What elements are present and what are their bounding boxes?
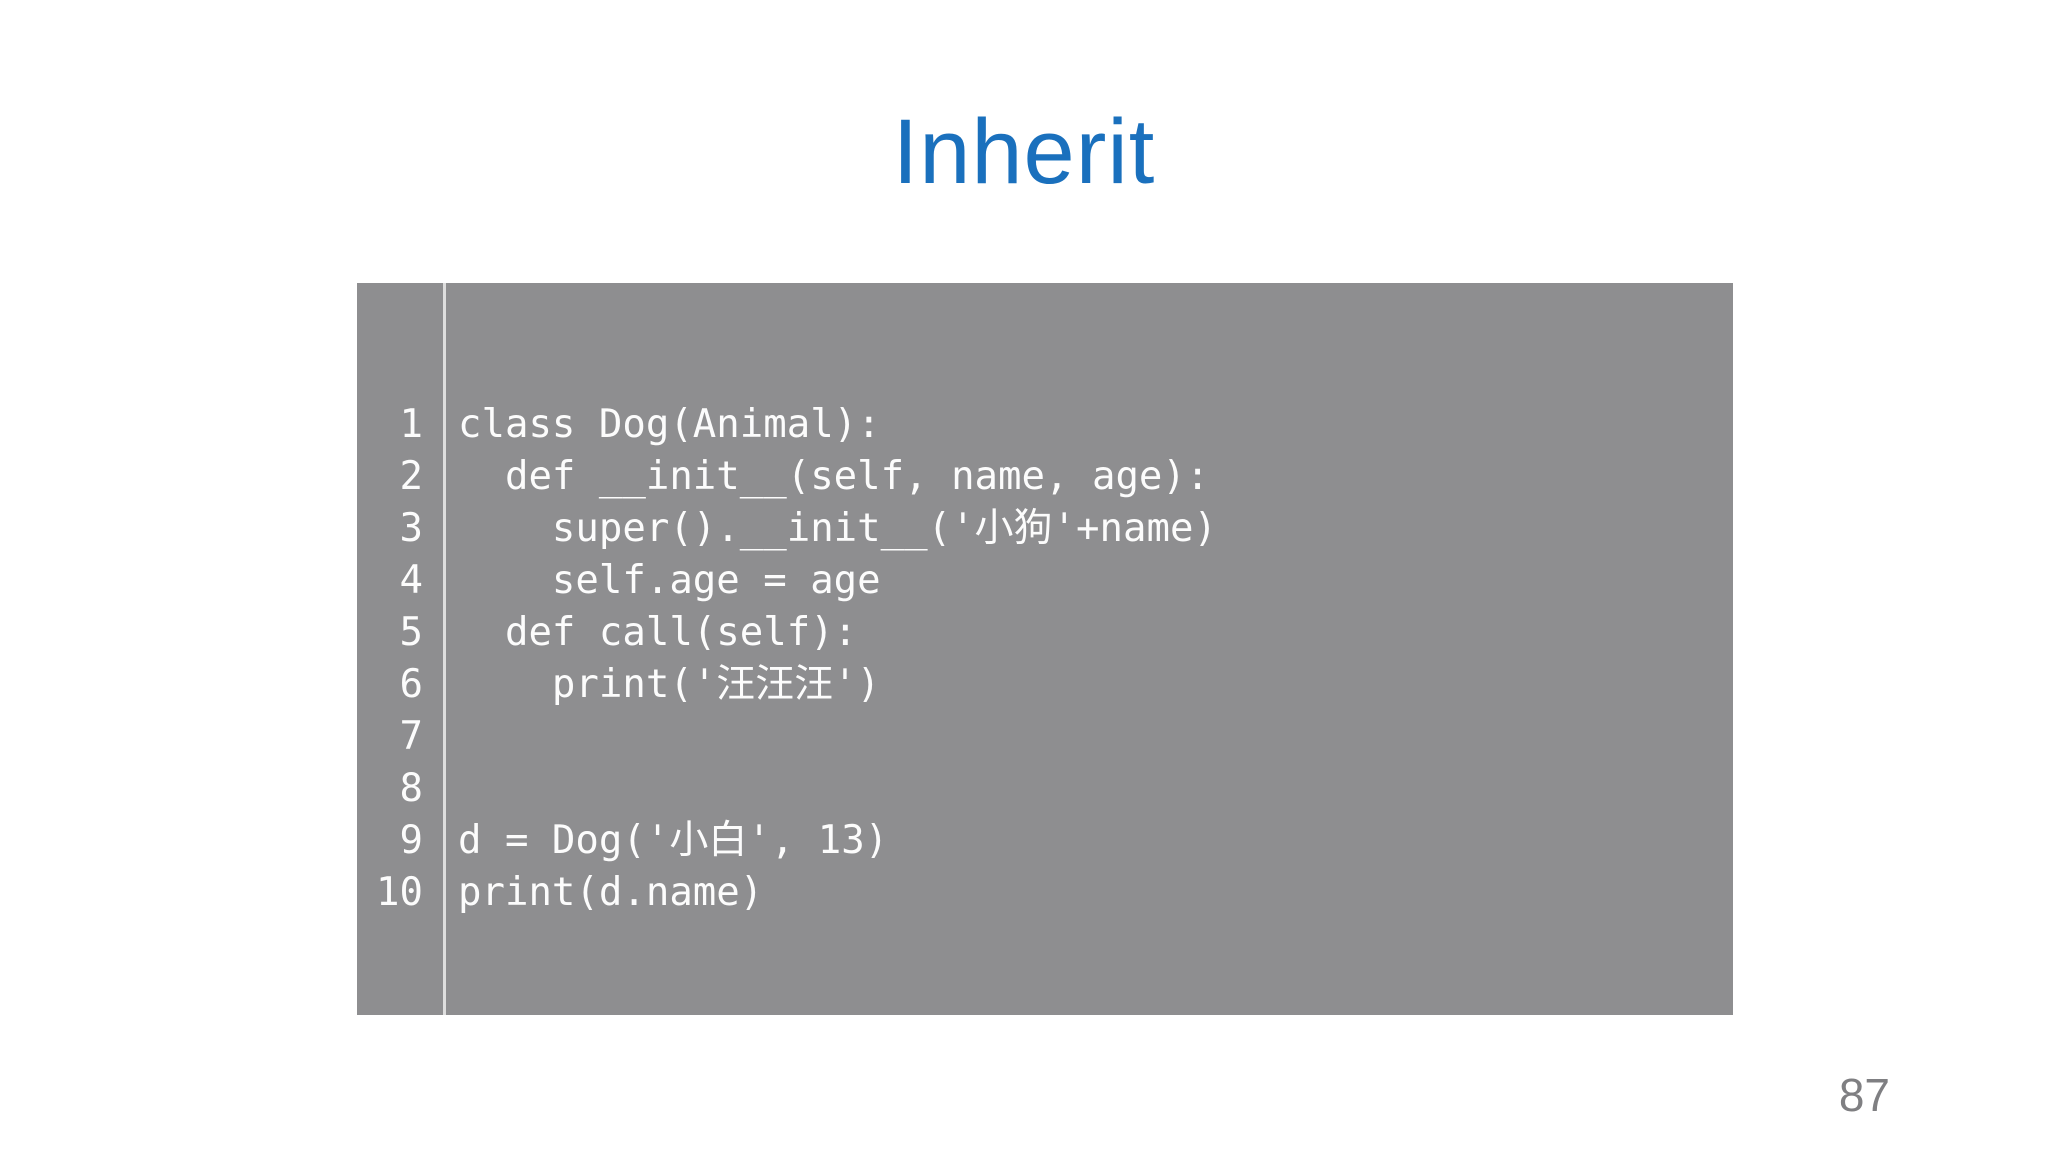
slide-title: Inherit bbox=[892, 101, 1156, 203]
line-number: 4 bbox=[399, 558, 423, 603]
line-number: 7 bbox=[399, 714, 423, 759]
page-number: 87 bbox=[1838, 1069, 1890, 1121]
code-line: print('汪汪汪') bbox=[458, 662, 881, 707]
line-number: 8 bbox=[399, 766, 423, 811]
code-line: def __init__(self, name, age): bbox=[458, 454, 1210, 499]
code-line bbox=[458, 763, 1733, 815]
code-line: class Dog(Animal): bbox=[458, 402, 881, 447]
code-lines: class Dog(Animal): def __init__(self, na… bbox=[446, 283, 1733, 1015]
code-line: super().__init__('小狗'+name) bbox=[458, 506, 1217, 551]
line-number: 6 bbox=[399, 662, 423, 707]
gutter-divider bbox=[443, 283, 446, 1015]
line-number: 5 bbox=[399, 610, 423, 655]
code-line: d = Dog('小白', 13) bbox=[458, 818, 889, 863]
line-number: 2 bbox=[399, 454, 423, 499]
code-line: print(d.name) bbox=[458, 870, 764, 915]
line-number: 3 bbox=[399, 506, 423, 551]
line-number-gutter: 1 2 3 4 5 6 7 8 9 10 bbox=[357, 283, 443, 1015]
code-block: 1 2 3 4 5 6 7 8 9 10 class Dog(Animal): … bbox=[357, 283, 1733, 1015]
code-line: def call(self): bbox=[458, 610, 858, 655]
line-number: 9 bbox=[399, 818, 423, 863]
line-number: 1 bbox=[399, 402, 423, 447]
line-number: 10 bbox=[376, 870, 423, 915]
code-line bbox=[458, 711, 1733, 763]
code-line: self.age = age bbox=[458, 558, 881, 603]
